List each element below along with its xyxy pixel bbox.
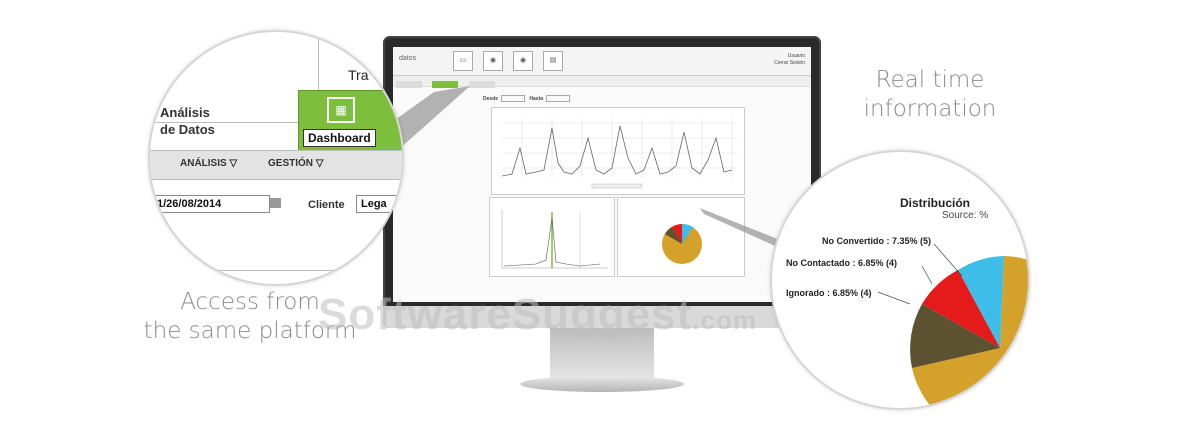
screen-toolbar: datos ▭ ◉ ◉ ▤ Usuario Cerrar Sesión: [393, 47, 811, 76]
zoom-circle-realtime: Distribución Source: % No Convertido : 7…: [770, 150, 1030, 410]
screen-tab-1[interactable]: [396, 81, 422, 88]
monitor-base: [520, 376, 684, 392]
screen-filter-from-label: Desde: [483, 95, 499, 102]
label-leader-lines: [877, 243, 963, 305]
screen-filters: Desde Hasta: [483, 95, 573, 102]
screen-tab-3[interactable]: [468, 81, 495, 88]
zoom-analisis-line1: Análisis: [160, 105, 210, 120]
menu-analisis[interactable]: ANÁLISIS ▽: [180, 158, 238, 169]
monitor: datos ▭ ◉ ◉ ▤ Usuario Cerrar Sesión Desd…: [383, 36, 821, 328]
pie-slice-no-convertido: [958, 256, 1004, 348]
screen-line-chart: [491, 107, 745, 195]
zoom-analisis-label: Análisis de Datos: [160, 104, 215, 138]
screen-pie-chart: [617, 197, 745, 277]
pie-slice-ignorado: [910, 304, 1000, 368]
calendar-icon[interactable]: [270, 198, 281, 208]
zoom-menu-bar: ANÁLISIS ▽ GESTIÓN ▽: [150, 150, 402, 180]
screen-nav-button-1[interactable]: ▭: [453, 51, 473, 71]
watermark-suffix: .com: [692, 305, 758, 335]
watermark: SoftwareSuggest.com: [318, 290, 757, 340]
screen-filter-from-input[interactable]: [501, 95, 526, 102]
screen-tab-2[interactable]: [432, 81, 459, 88]
monitor-screen: datos ▭ ◉ ◉ ▤ Usuario Cerrar Sesión Desd…: [393, 47, 811, 302]
screen-tabs: [393, 76, 811, 88]
zoom-divider: [318, 32, 319, 122]
zoom-footer-line: [150, 270, 402, 271]
zoom-analisis-line2: de Datos: [160, 122, 215, 137]
cliente-label: Cliente: [308, 199, 345, 211]
zoom-header-area: [150, 32, 402, 123]
caption-realtime-line2: information: [863, 95, 997, 122]
distribution-pie: [910, 256, 1028, 408]
caption-realtime-line1: Real time: [875, 67, 985, 93]
watermark-main: SoftwareSuggest: [318, 290, 693, 339]
label-ignorado: Ignorado : 6.85% (4): [786, 288, 872, 298]
screen-bar-chart: [489, 197, 615, 277]
monitor-chin: [383, 306, 821, 328]
spike-chart-graphic: [501, 210, 608, 269]
date-field[interactable]: 1/26/08/2014: [150, 195, 270, 213]
monitor-neck: [550, 328, 654, 378]
screen-logout[interactable]: Cerrar Sesión: [774, 60, 805, 66]
dashboard-button[interactable]: ▦ Dashboard: [298, 90, 402, 152]
zoom-circle-access: Tra Análisis de Datos ▦ Dashboard ANÁLIS…: [148, 30, 404, 286]
pie-slice-no-contactado: [922, 270, 1000, 348]
mini-pie-graphic: [662, 223, 702, 264]
menu-gestion[interactable]: GESTIÓN ▽: [268, 158, 324, 169]
line-chart-graphic: [501, 118, 737, 189]
cliente-select[interactable]: Lega: [356, 195, 402, 213]
label-no-convertido: No Convertido : 7.35% (5): [822, 236, 932, 246]
caption-access: Access from the same platform: [130, 288, 370, 346]
caption-access-line1: Access from: [180, 289, 320, 315]
caption-realtime: Real time information: [850, 66, 1010, 124]
dashboard-icon: ▦: [327, 97, 355, 123]
screen-nav-button-3[interactable]: ◉: [513, 51, 533, 71]
screen-header-right: Usuario Cerrar Sesión: [774, 53, 805, 67]
screen-filter-to-input[interactable]: [546, 95, 571, 102]
zoom-tra-fragment: Tra: [348, 67, 369, 83]
screen-filter-to-label: Hasta: [529, 95, 544, 102]
screen-logo: datos: [399, 55, 417, 62]
screen-user[interactable]: Usuario: [787, 53, 805, 59]
caption-access-line2: the same platform: [143, 317, 357, 344]
label-no-contactado: No Contactado : 6.85% (4): [786, 258, 898, 268]
pie-slice-main: [912, 256, 1028, 408]
dashboard-button-label: Dashboard: [303, 129, 376, 147]
distribution-title: Distribución: [900, 196, 971, 210]
distribution-subtitle: Source: %: [942, 210, 989, 221]
screen-nav-button-4[interactable]: ▤: [543, 51, 563, 71]
screen-nav-button-2[interactable]: ◉: [483, 51, 503, 71]
